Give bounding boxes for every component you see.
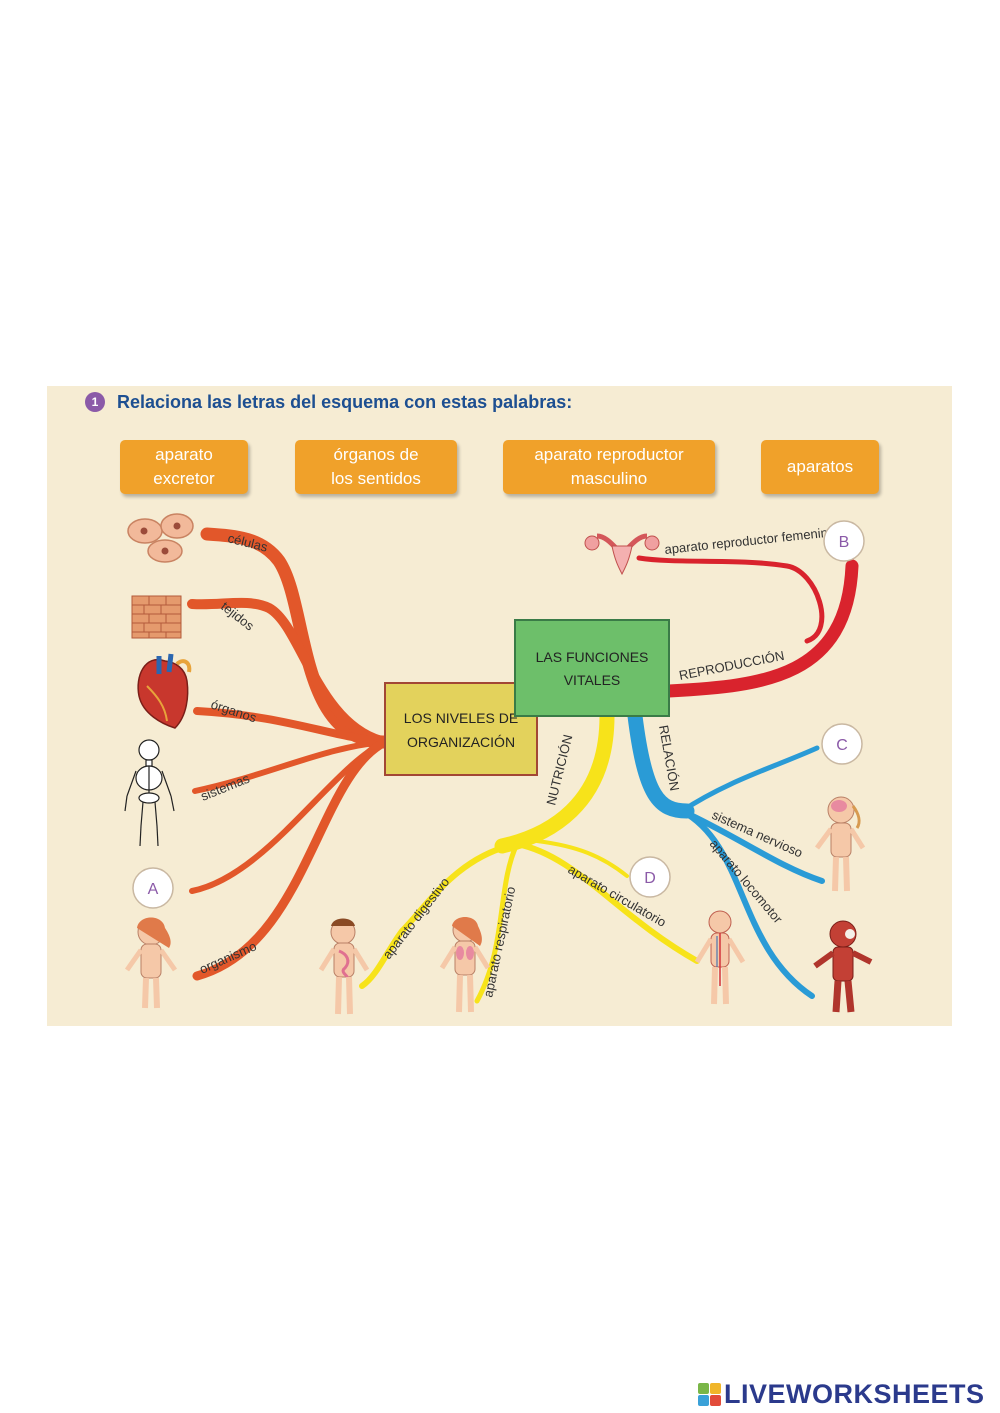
word-line: órganos de xyxy=(333,445,419,464)
word-line: los sentidos xyxy=(331,469,421,488)
label-nutricion: NUTRICIÓN xyxy=(543,733,575,807)
word-aparato-excretor[interactable]: aparato excretor xyxy=(120,440,248,494)
word-line: aparato xyxy=(155,445,213,464)
label-relacion: RELACIÓN xyxy=(656,724,682,792)
exercise-number: 1 xyxy=(85,392,105,412)
reproduction-branches xyxy=(636,555,859,698)
letter-c-text: C xyxy=(836,737,848,754)
letter-b-text: B xyxy=(839,534,850,551)
skeleton-illustration xyxy=(124,739,175,847)
niveles-line2: ORGANIZACIÓN xyxy=(407,734,515,750)
word-line: excretor xyxy=(153,469,215,488)
letter-a[interactable]: A xyxy=(132,867,174,909)
niveles-line1: LOS NIVELES DE xyxy=(404,710,518,726)
liveworksheets-logo: LIVEWORKSHEETS xyxy=(698,1378,985,1410)
exercise-header: 1 Relaciona las letras del esquema con e… xyxy=(85,389,572,415)
label-organos: órganos xyxy=(209,697,259,726)
exercise-panel: 1 Relaciona las letras del esquema con e… xyxy=(47,386,952,1026)
label-reproductor-femenino-1: aparato reproductor femenino xyxy=(664,524,836,557)
label-organismo: organismo xyxy=(197,938,259,976)
letter-d-text: D xyxy=(644,870,656,887)
niveles-box: LOS NIVELES DE ORGANIZACIÓN xyxy=(384,682,538,776)
label-celulas: células xyxy=(226,530,269,554)
girl-respiratory-illustration xyxy=(439,917,491,1013)
word-organos-sentidos[interactable]: órganos de los sentidos xyxy=(295,440,457,494)
level-labels: células tejidos órganos sistemas organis… xyxy=(197,530,270,976)
letter-d[interactable]: D xyxy=(629,856,671,898)
body-nervous-illustration xyxy=(814,796,866,892)
levels-branches xyxy=(187,527,392,981)
word-reproductor-masculino[interactable]: aparato reproductor masculino xyxy=(503,440,715,494)
heart-illustration xyxy=(137,653,192,729)
nutrition-branches xyxy=(359,708,700,1004)
word-aparatos[interactable]: aparatos xyxy=(761,440,879,494)
concept-map: LOS NIVELES DE ORGANIZACIÓN LAS FUNCIONE… xyxy=(124,513,873,1015)
label-sistemas: sistemas xyxy=(199,770,253,803)
funciones-box: LAS FUNCIONES VITALES xyxy=(514,619,670,717)
boy-digestive-illustration xyxy=(318,918,370,1015)
cells-illustration xyxy=(127,513,194,563)
letter-b[interactable]: B xyxy=(823,520,865,562)
funciones-line1: LAS FUNCIONES xyxy=(536,649,649,665)
funciones-line2: VITALES xyxy=(564,672,621,688)
letter-c[interactable]: C xyxy=(821,723,863,765)
body-circulatory-illustration xyxy=(694,910,746,1005)
logo-icon xyxy=(698,1382,721,1406)
tissue-illustration xyxy=(131,595,182,639)
relation-branches xyxy=(627,708,825,999)
label-respiratorio: aparato respiratorio xyxy=(480,885,518,998)
exercise-instruction: Relaciona las letras del esquema con est… xyxy=(117,391,573,412)
girl-organismo-illustration xyxy=(124,917,178,1009)
body-locomotor-illustration xyxy=(813,920,873,1013)
word-line: masculino xyxy=(570,469,648,488)
label-digestivo: aparato digestivo xyxy=(380,875,453,962)
word-line: aparato reproductor xyxy=(534,445,684,464)
logo-text: LIVEWORKSHEETS xyxy=(724,1378,985,1409)
word-line: aparatos xyxy=(786,457,854,476)
letter-a-text: A xyxy=(148,881,159,898)
uterus-illustration xyxy=(584,533,660,576)
